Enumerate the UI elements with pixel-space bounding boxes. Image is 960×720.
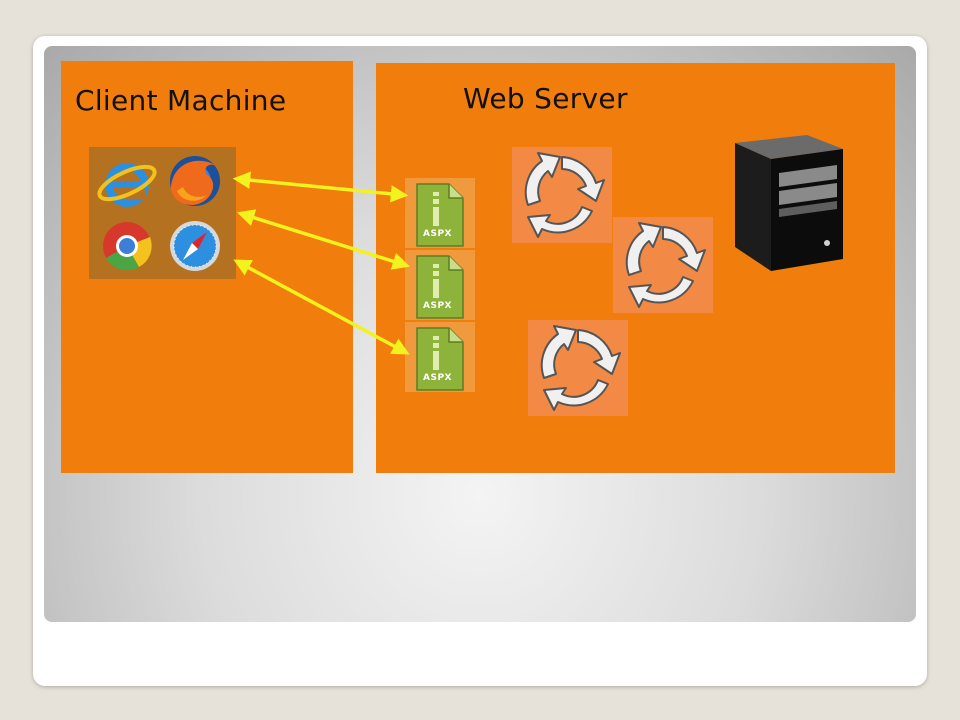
safari-icon <box>170 221 220 271</box>
browser-logos <box>89 147 236 279</box>
aspx-file-icon <box>416 255 464 319</box>
client-machine-title: Client Machine <box>75 84 287 117</box>
internet-explorer-icon <box>97 163 157 207</box>
aspx-page-1: ASPX <box>405 178 475 248</box>
web-server-title: Web Server <box>463 82 628 115</box>
firefox-icon <box>170 156 220 206</box>
aspx-label: ASPX <box>423 301 452 311</box>
process-cycle-2 <box>613 217 713 313</box>
aspx-file-icon <box>416 183 464 247</box>
aspx-label: ASPX <box>423 229 452 239</box>
process-cycle-1 <box>512 147 612 243</box>
process-cycle-3 <box>528 320 628 416</box>
aspx-page-3: ASPX <box>405 322 475 392</box>
cycle-icon <box>625 222 706 308</box>
aspx-label: ASPX <box>423 373 452 383</box>
chrome-icon <box>103 222 152 271</box>
server-tower-icon <box>735 135 843 271</box>
cycle-icon <box>540 325 621 411</box>
aspx-file-icon <box>416 327 464 391</box>
cycle-icon <box>524 152 605 238</box>
aspx-page-2: ASPX <box>405 250 475 320</box>
